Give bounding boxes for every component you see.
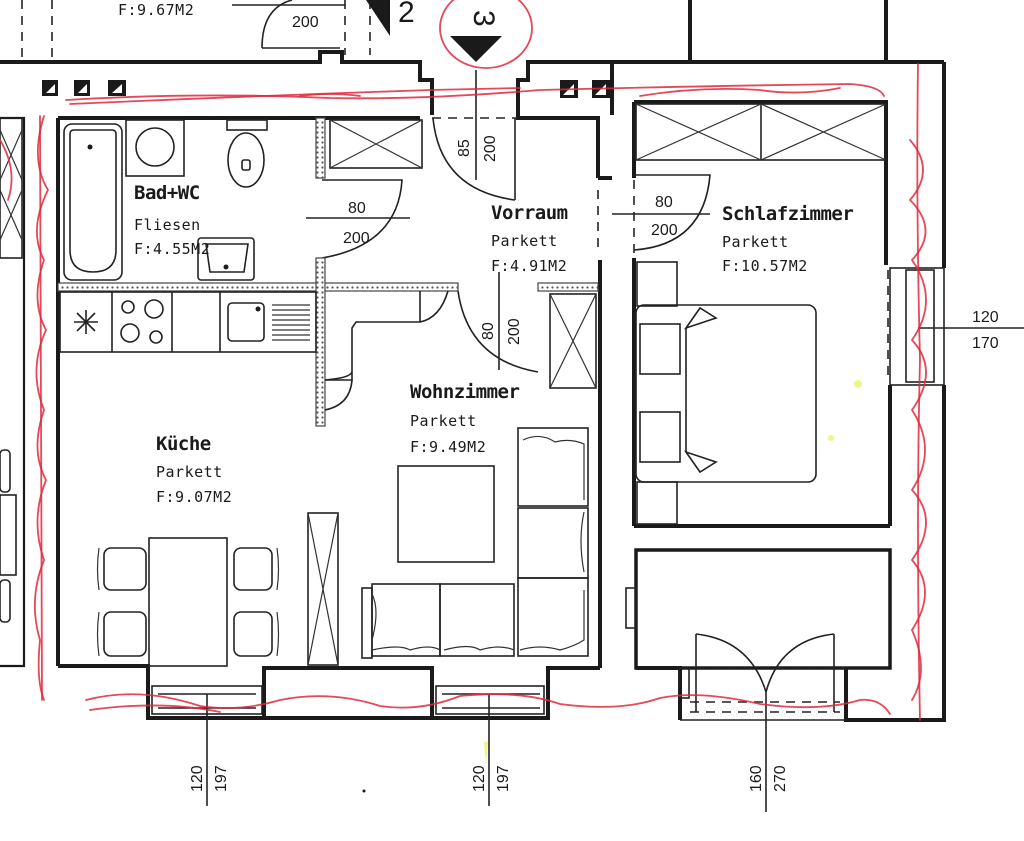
room-floor: Parkett <box>156 463 223 481</box>
door-width: 160 <box>748 765 765 792</box>
door-wohnzimmer: 80 200 <box>457 272 539 373</box>
room-floor: Fliesen <box>134 216 201 234</box>
stove-icon <box>120 299 164 344</box>
section-marker-2-icon <box>366 0 390 36</box>
wardrobe-icon <box>635 103 887 161</box>
vent-shaft-icon <box>42 80 610 98</box>
red-circle-annotation <box>439 0 533 69</box>
neighbor-unit: F:9.67M2 200 2 <box>21 0 888 64</box>
outer-walls <box>0 50 946 722</box>
room-bad: Bad+WC Fliesen F:4.55M2 80 200 <box>63 119 423 281</box>
room-kueche: Küche Parkett F:9.07M2 <box>59 291 317 806</box>
section-marker-3-label: 3 <box>467 10 500 27</box>
window-dimensions: 120 197 120 197 160 270 <box>189 742 789 793</box>
vent-shafts <box>42 80 610 98</box>
window-wohnzimmer <box>435 685 545 806</box>
cabinet-icon <box>329 119 423 169</box>
sink-icon <box>197 237 255 281</box>
room-area: F:9.49M2 <box>410 438 486 456</box>
room-name: Bad+WC <box>134 182 200 204</box>
kitchen-sink-icon <box>227 302 310 342</box>
door-height: 200 <box>651 222 678 239</box>
room-area: F:10.57M2 <box>722 257 808 275</box>
bed-icon <box>635 261 817 525</box>
room-name: Vorraum <box>491 202 568 224</box>
room-area: F:4.91M2 <box>491 257 567 275</box>
room-storage <box>625 548 892 812</box>
room-name: Wohnzimmer <box>410 381 519 403</box>
door-schlafzimmer: 80 200 <box>612 174 711 251</box>
door-height: 200 <box>343 230 370 247</box>
washing-machine-icon <box>125 119 185 177</box>
neighbor-left <box>0 117 23 623</box>
door-width: 85 <box>456 139 473 157</box>
room-area: F:9.07M2 <box>156 488 232 506</box>
room-name: Küche <box>156 433 211 455</box>
room-floor: Parkett <box>722 233 789 251</box>
coffee-table-icon <box>397 465 495 563</box>
neighbor-area-label: F:9.67M2 <box>118 1 194 19</box>
wardrobe-icon <box>549 293 597 389</box>
window-kueche <box>151 685 263 806</box>
bathtub-icon <box>63 123 123 281</box>
dining-table-icon <box>96 537 280 667</box>
door-height: 270 <box>772 765 789 792</box>
window-height: 170 <box>972 335 999 352</box>
door-height: 200 <box>506 318 523 345</box>
window-height: 197 <box>495 765 512 792</box>
room-name: Schlafzimmer <box>722 203 853 225</box>
door-width: 80 <box>655 194 673 211</box>
sofa-icon <box>361 427 589 659</box>
window-width: 120 <box>972 309 999 326</box>
room-area: F:4.55M2 <box>134 240 210 258</box>
window-height: 197 <box>213 765 230 792</box>
window-width: 120 <box>471 765 488 792</box>
room-floor: Parkett <box>410 412 477 430</box>
balcony-door <box>678 633 846 812</box>
section-marker-2-label: 2 <box>398 0 415 29</box>
shelf-icon <box>307 512 339 666</box>
red-pen-annotations <box>0 63 927 721</box>
room-vorraum: 85 200 Vorraum Parkett F:4.91M2 <box>432 70 635 275</box>
section-marker-3: 3 <box>439 0 533 69</box>
window-width: 120 <box>189 765 206 792</box>
room-floor: Parkett <box>491 232 558 250</box>
neighbor-door-height: 200 <box>292 14 319 31</box>
door-height: 200 <box>482 135 499 162</box>
room-schlafzimmer: 80 200 Schlafzimmer Parkett F:10.57M2 12… <box>612 100 1024 528</box>
door-width: 80 <box>348 200 366 217</box>
toilet-icon <box>226 119 268 188</box>
door-entrance: 85 200 <box>432 70 518 201</box>
window-schlafzimmer: 120 170 <box>887 267 1024 386</box>
fridge-icon <box>74 310 98 334</box>
section-marker-3-icon <box>450 36 502 62</box>
door-bad: 80 200 <box>306 179 410 259</box>
room-wohnzimmer: 80 200 Wohnzimmer Parkett F:9.49M2 <box>307 272 597 806</box>
door-width: 80 <box>480 322 497 340</box>
kitchen-counter <box>59 291 317 353</box>
